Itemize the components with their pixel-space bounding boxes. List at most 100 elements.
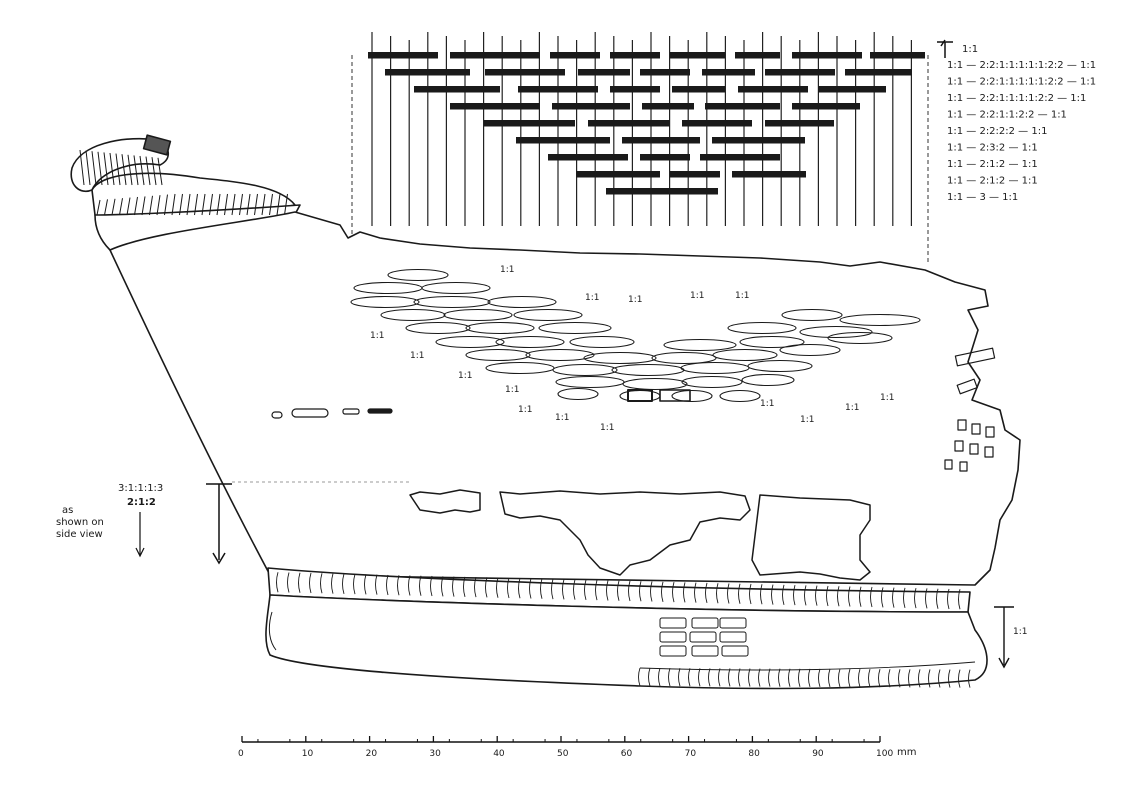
handle-rib — [186, 193, 191, 216]
base-brick — [691, 645, 719, 657]
rim-rib — [639, 581, 642, 602]
handle-rib — [246, 193, 251, 216]
rim-rib — [672, 581, 675, 603]
weft-ellipse — [583, 351, 657, 365]
handle-rib — [261, 193, 266, 216]
ratio-label: 1:1 — [800, 415, 814, 425]
weft-bar — [845, 69, 912, 76]
weft-bar — [765, 69, 835, 76]
scale-unit: mm — [897, 747, 916, 758]
base-rope-top — [639, 661, 976, 671]
base-rib — [808, 668, 811, 687]
rim-rib — [804, 585, 807, 606]
handle-rib — [126, 197, 131, 216]
base-height-marker — [994, 606, 1014, 669]
handle-rib — [194, 193, 198, 216]
weft-ellipse — [421, 281, 491, 295]
weft-ellipse — [569, 335, 635, 349]
handle-rib — [115, 153, 121, 186]
base-rib — [958, 669, 961, 688]
handle-rib — [224, 193, 228, 216]
handle-rib — [145, 156, 151, 186]
base-rib — [878, 669, 881, 688]
weft-ellipse — [727, 321, 797, 335]
rim-rib — [551, 578, 554, 600]
rim-rib — [771, 584, 774, 605]
rim-rib — [727, 583, 730, 604]
base-ratio-label: 1:1 — [1013, 627, 1027, 637]
handle-rib — [133, 155, 139, 186]
rim-rib — [606, 580, 609, 601]
weft-ellipse — [719, 389, 761, 403]
basket-outline — [70, 134, 1021, 690]
weft-ellipse — [839, 313, 921, 327]
weft-bar — [368, 52, 438, 59]
rim-rib — [826, 585, 829, 607]
weft-ellipse — [487, 295, 557, 309]
base-rib — [858, 668, 861, 688]
base-brick — [719, 631, 747, 643]
rim-rib — [617, 580, 620, 601]
scale-tick-label: 90 — [812, 749, 824, 759]
rim-rib — [287, 572, 290, 593]
rim-rib — [364, 574, 367, 595]
weft-ellipse — [779, 343, 841, 357]
rim-rib — [518, 578, 521, 599]
rim-rib — [705, 582, 708, 604]
weft-bar — [576, 171, 660, 178]
weft-bar — [385, 69, 470, 76]
ratio-label: 1:1 — [370, 331, 384, 341]
rim-rib — [463, 576, 466, 598]
rim-rib — [650, 581, 653, 602]
handle-rib — [127, 154, 133, 186]
base-inner-line — [268, 611, 277, 651]
weft-bar — [640, 154, 690, 161]
ratio-label: 1:1 — [555, 413, 569, 423]
base-rib — [668, 668, 671, 687]
base-brick — [659, 631, 687, 643]
ratio-label: 1:1 — [458, 371, 472, 381]
weft-ellipse — [495, 335, 565, 349]
side-text-2: shown on — [56, 517, 104, 528]
ratio-label: 1:1 — [735, 291, 749, 301]
handle-rib — [231, 193, 236, 216]
base-rib — [968, 669, 971, 688]
ratio-label: 1:1 — [500, 265, 514, 275]
weft-ellipse — [552, 363, 618, 377]
weft-bar — [606, 188, 718, 195]
rim-rib — [958, 589, 961, 610]
scale-tick-label: 30 — [429, 749, 441, 759]
side-ratio-a: 3:1:1:1:3 — [118, 483, 163, 494]
weft-bar — [712, 137, 805, 144]
rim-rib — [749, 583, 752, 605]
weft-ellipse — [681, 375, 743, 389]
handle-rib — [91, 151, 97, 186]
weft-ellipse — [443, 308, 513, 322]
handle-rib — [156, 195, 161, 216]
rim-rib — [408, 575, 411, 596]
rim-rib — [529, 578, 532, 599]
handle-rib — [254, 193, 258, 216]
base-rib — [928, 669, 931, 688]
ratio-label: 1:1 — [585, 293, 599, 303]
weft-ellipse — [513, 308, 583, 322]
notation-row: 1:1 — 2:3:2 — 1:1 — [947, 143, 1038, 154]
base-rib — [828, 668, 831, 688]
ratio-label: 1:1 — [410, 351, 424, 361]
rim-rib — [870, 586, 873, 608]
notation-row: 1:1 — 2:2:1:1:1:1:2:2 — 1:1 — [947, 93, 1086, 104]
weft-bar — [640, 69, 690, 76]
base-rib — [908, 669, 911, 688]
weft-bar — [552, 103, 630, 110]
scale-tick-label: 100 — [876, 749, 893, 759]
handle-rib — [134, 196, 138, 216]
rim-rib — [947, 588, 950, 610]
weft-ellipse — [465, 321, 535, 335]
rim-rib — [397, 575, 400, 596]
handle-rib — [276, 193, 281, 216]
base-rib — [838, 668, 841, 688]
weft-bar — [870, 52, 925, 59]
weft-bar — [450, 52, 540, 59]
weft-bar — [450, 103, 540, 110]
handle-rib — [111, 198, 116, 216]
